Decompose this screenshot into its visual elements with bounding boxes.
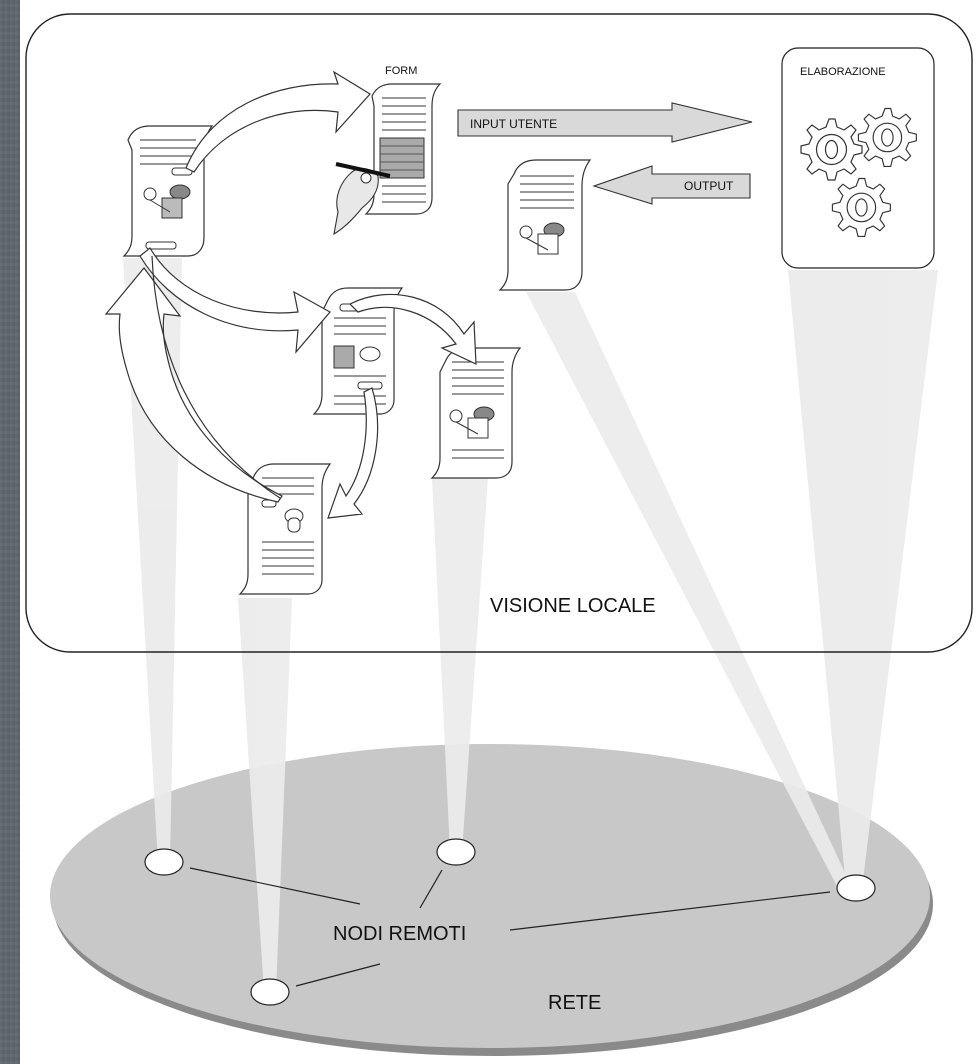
gear-icon (857, 107, 917, 168)
local-view-label: VISIONE LOCALE (490, 595, 656, 617)
navigation-arrows (104, 70, 477, 519)
network-label: RETE (548, 992, 601, 1014)
document-icon (498, 159, 592, 291)
document-icon (364, 83, 442, 215)
diagram-canvas: FORM ELABORAZIONE INPUT UTENTE OUTPUT VI… (20, 0, 978, 1064)
gear-icon (831, 177, 891, 238)
remote-node (836, 874, 876, 902)
output-arrow (592, 165, 751, 205)
remote-node (144, 848, 184, 876)
gear-icon (800, 118, 863, 181)
document-icon (312, 287, 404, 415)
local-view-box (25, 13, 973, 653)
hand-icon (333, 162, 391, 236)
form-label: FORM (385, 65, 417, 77)
remote-nodes-label: NODI REMOTI (333, 923, 466, 945)
remote-node (250, 978, 290, 1006)
input-label: INPUT UTENTE (470, 117, 557, 131)
node-connectors (189, 867, 831, 987)
input-arrow (457, 102, 753, 143)
elaboration-label: ELABORAZIONE (800, 66, 886, 78)
diagram-svg: FORM ELABORAZIONE INPUT UTENTE OUTPUT VI… (25, 13, 973, 1056)
document-icon (430, 347, 522, 479)
remote-node (436, 838, 476, 866)
output-label: OUTPUT (684, 179, 734, 193)
elaboration-panel (781, 47, 935, 269)
